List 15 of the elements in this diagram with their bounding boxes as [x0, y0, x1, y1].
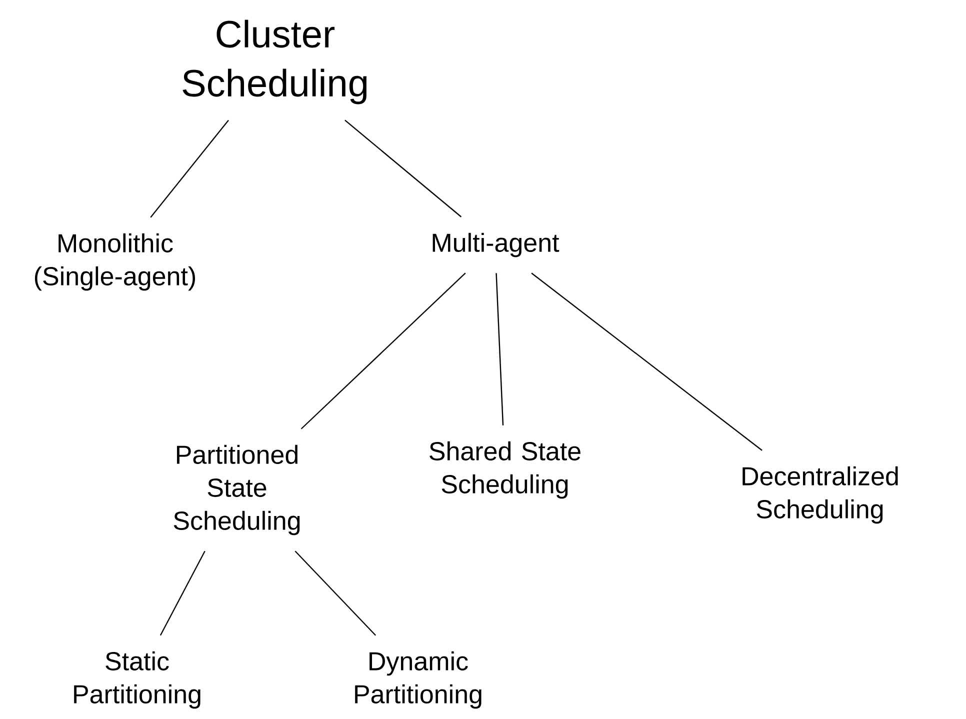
tree-label: Dynamic Partitioning — [355, 651, 482, 709]
connector-line — [300, 272, 466, 430]
connector-line — [531, 272, 762, 451]
tree-label: Cluster Scheduling — [182, 20, 367, 104]
tree-label: Decentralized Scheduling — [742, 466, 898, 524]
tree-label: Static Partitioning — [74, 651, 200, 709]
connector-line — [160, 550, 206, 636]
tree-label: Partitioned State Scheduling — [174, 444, 300, 536]
tree-label: Multi-agent — [432, 232, 560, 258]
tree-label: Monolithic (Single-agent) — [34, 233, 196, 291]
connector-line — [344, 120, 462, 218]
connector-line — [294, 550, 376, 636]
connector-line — [150, 120, 229, 218]
connector-line — [496, 273, 504, 426]
tree-label: Shared State Scheduling — [430, 441, 580, 499]
